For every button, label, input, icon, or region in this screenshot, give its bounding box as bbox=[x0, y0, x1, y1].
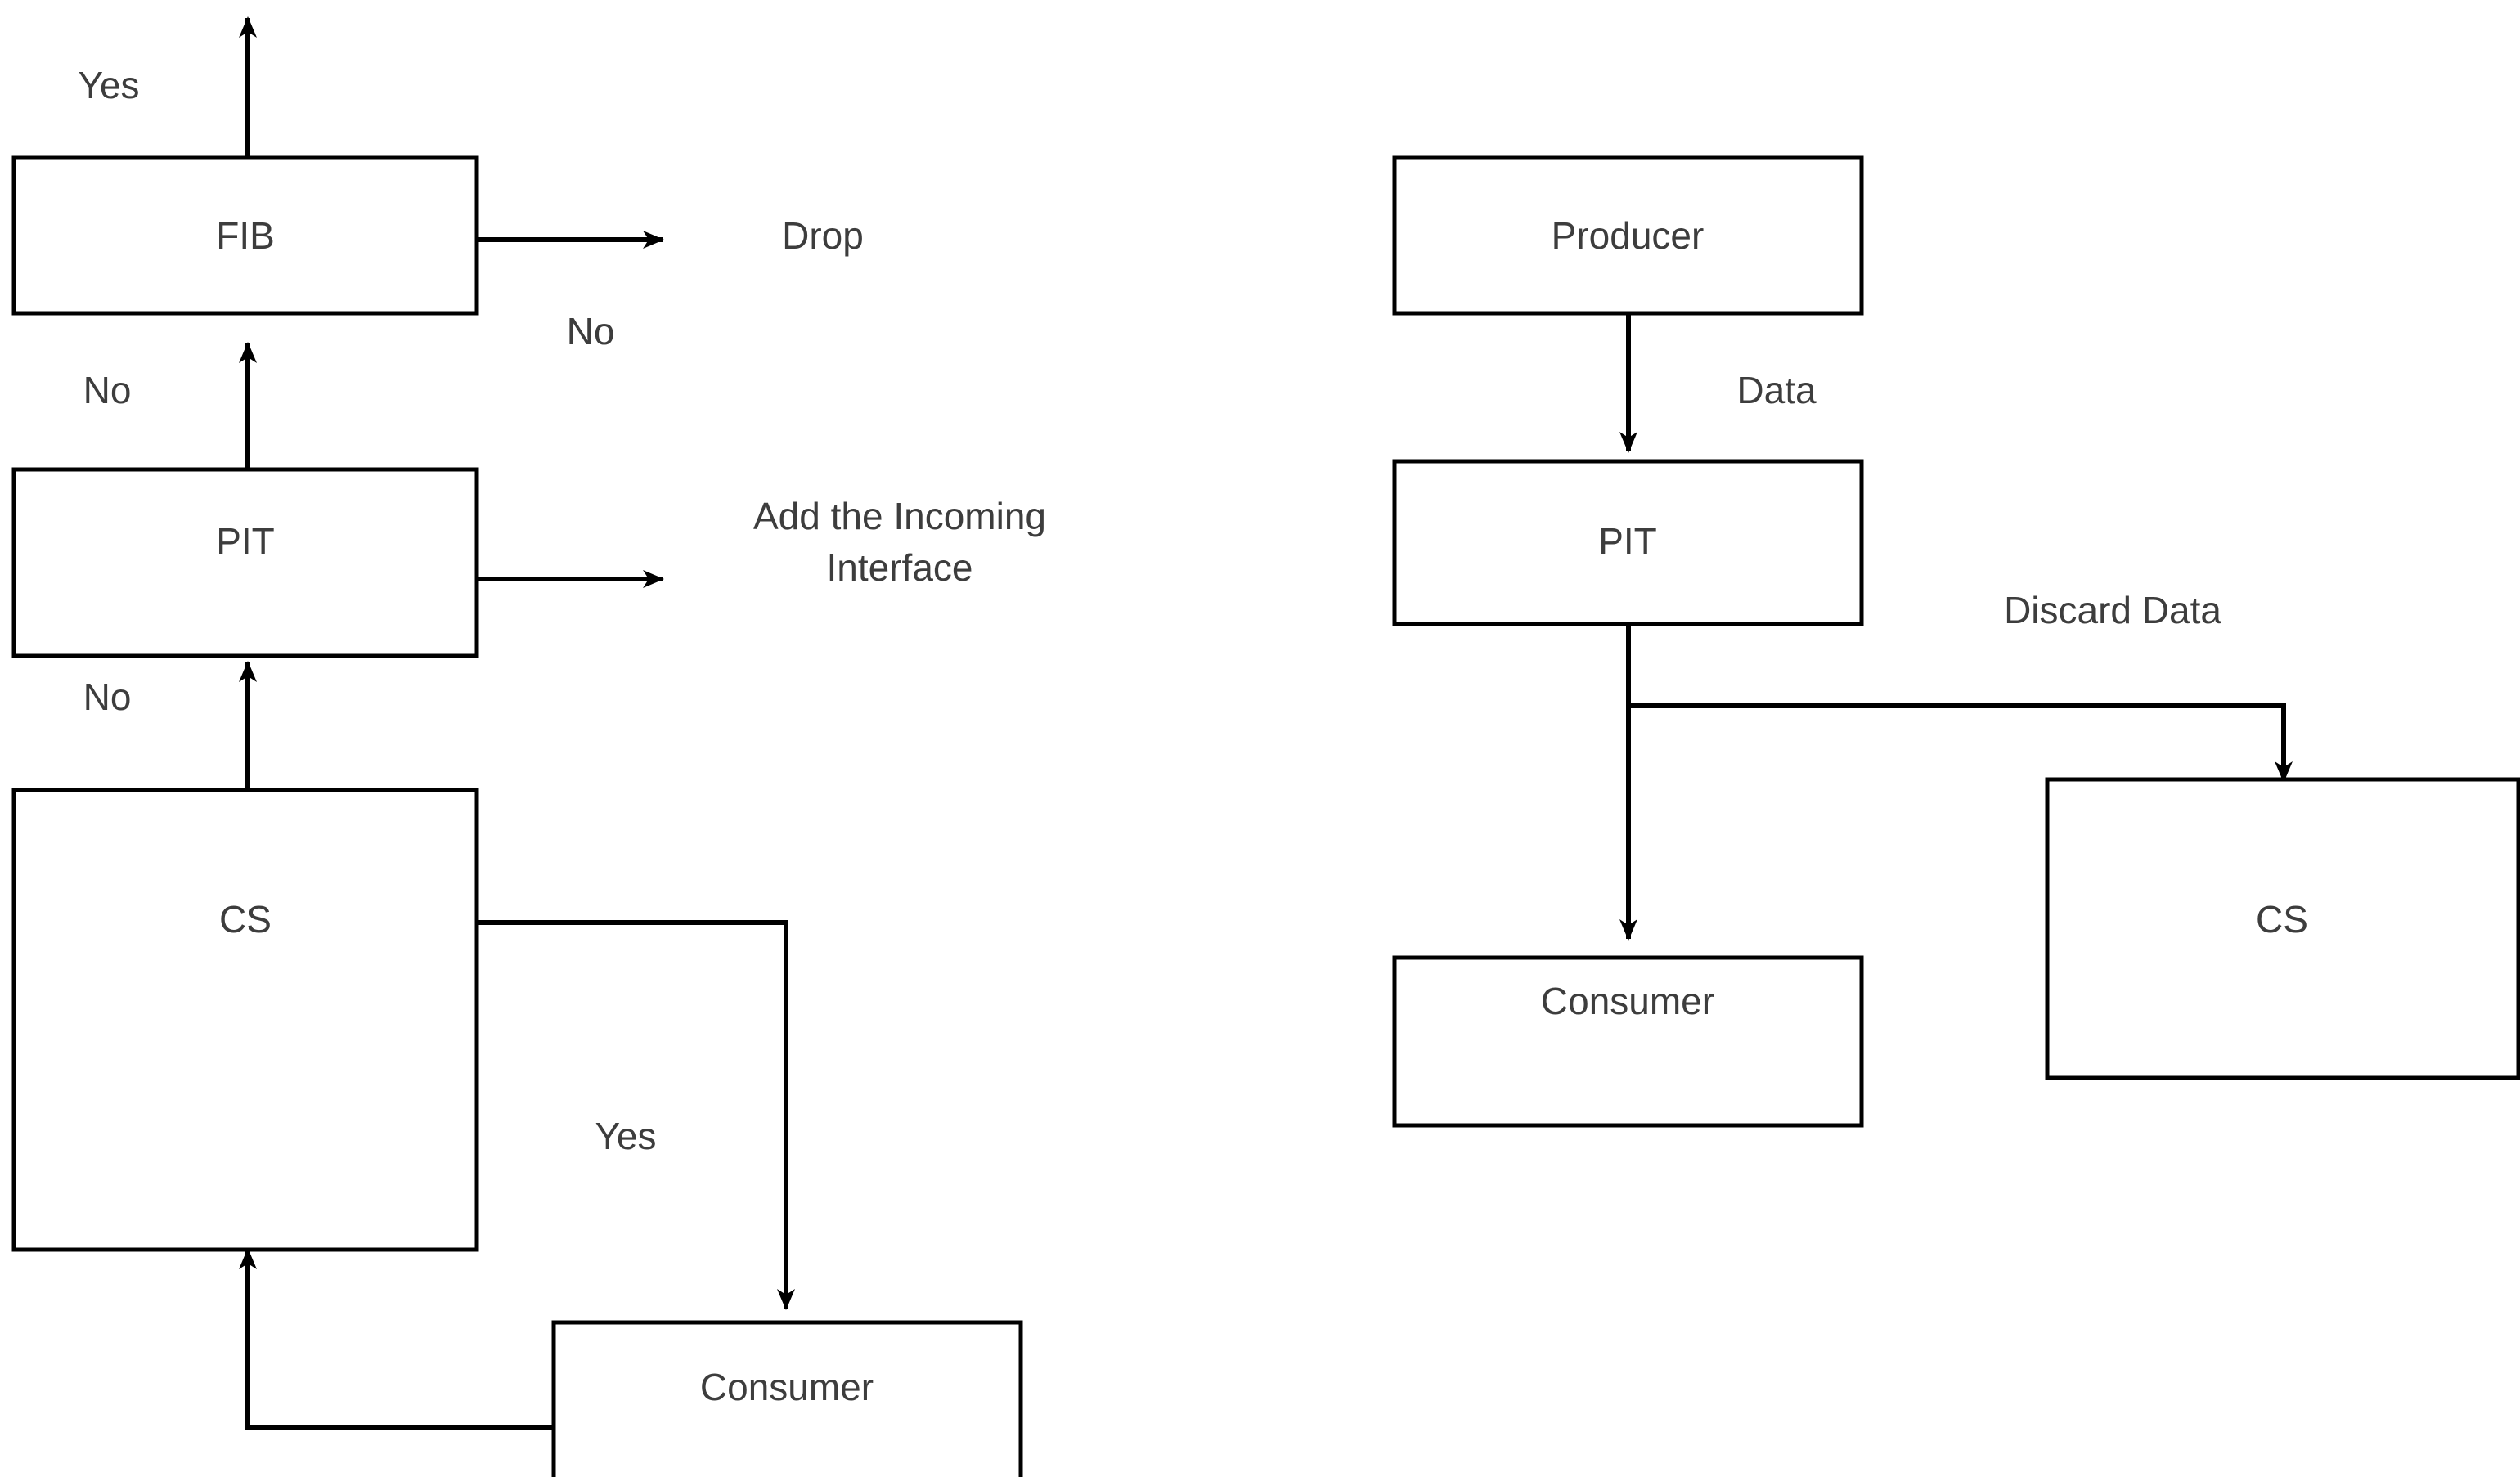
edge-label-fib-no: No bbox=[83, 369, 132, 411]
node-consumer-left[interactable]: Consumer bbox=[551, 1320, 1023, 1477]
right-flowchart-group: Producer PIT Consumer CS Data Discard Da… bbox=[1392, 155, 2520, 1128]
node-producer-right[interactable]: Producer bbox=[1392, 155, 1864, 316]
edge-label-discard-data: Discard Data bbox=[2004, 589, 2221, 631]
edge-pit-to-cs-discard bbox=[1628, 703, 2293, 783]
node-consumer-right[interactable]: Consumer bbox=[1392, 955, 1864, 1128]
edge-label-data: Data bbox=[1736, 369, 1817, 411]
node-consumer-left-label: Consumer bbox=[700, 1366, 874, 1408]
edge-consumer-to-cs bbox=[239, 1248, 554, 1430]
node-fib-left-label: FIB bbox=[216, 214, 275, 257]
node-fib-left[interactable]: FIB bbox=[11, 155, 479, 316]
node-cs-right[interactable]: CS bbox=[2045, 777, 2520, 1080]
edge-cs-to-consumer bbox=[477, 920, 795, 1310]
edge-label-add-interface-line1: Add the Incoming bbox=[753, 495, 1046, 537]
node-pit-left-box[interactable] bbox=[11, 467, 479, 658]
node-producer-right-label: Producer bbox=[1552, 214, 1705, 257]
node-fib-left-box[interactable] bbox=[11, 155, 479, 316]
node-cs-right-box[interactable] bbox=[2045, 777, 2520, 1080]
node-consumer-left-box[interactable] bbox=[551, 1320, 1023, 1477]
node-pit-left[interactable]: PIT bbox=[11, 467, 479, 658]
left-flowchart-group: FIB PIT CS Consumer Yes No No Drop bbox=[11, 16, 1046, 1477]
node-consumer-right-box[interactable] bbox=[1392, 955, 1864, 1128]
node-pit-right-label: PIT bbox=[1598, 520, 1657, 563]
edge-label-cs-yes: Yes bbox=[595, 1115, 656, 1157]
node-cs-left-label: CS bbox=[219, 898, 272, 941]
edge-label-pit-no: No bbox=[83, 676, 132, 718]
edge-label-fib-yes: Yes bbox=[78, 64, 139, 106]
node-cs-left[interactable]: CS bbox=[11, 788, 479, 1252]
edge-label-drop-no: No bbox=[567, 310, 615, 352]
node-pit-right[interactable]: PIT bbox=[1392, 459, 1864, 626]
node-cs-right-label: CS bbox=[2256, 898, 2308, 941]
node-consumer-right-label: Consumer bbox=[1541, 980, 1714, 1022]
node-pit-left-label: PIT bbox=[216, 520, 275, 563]
node-cs-left-box[interactable] bbox=[11, 788, 479, 1252]
edge-label-add-interface-line2: Interface bbox=[827, 546, 973, 589]
node-producer-right-box[interactable] bbox=[1392, 155, 1864, 316]
node-pit-right-box[interactable] bbox=[1392, 459, 1864, 626]
edge-label-drop: Drop bbox=[782, 214, 864, 257]
